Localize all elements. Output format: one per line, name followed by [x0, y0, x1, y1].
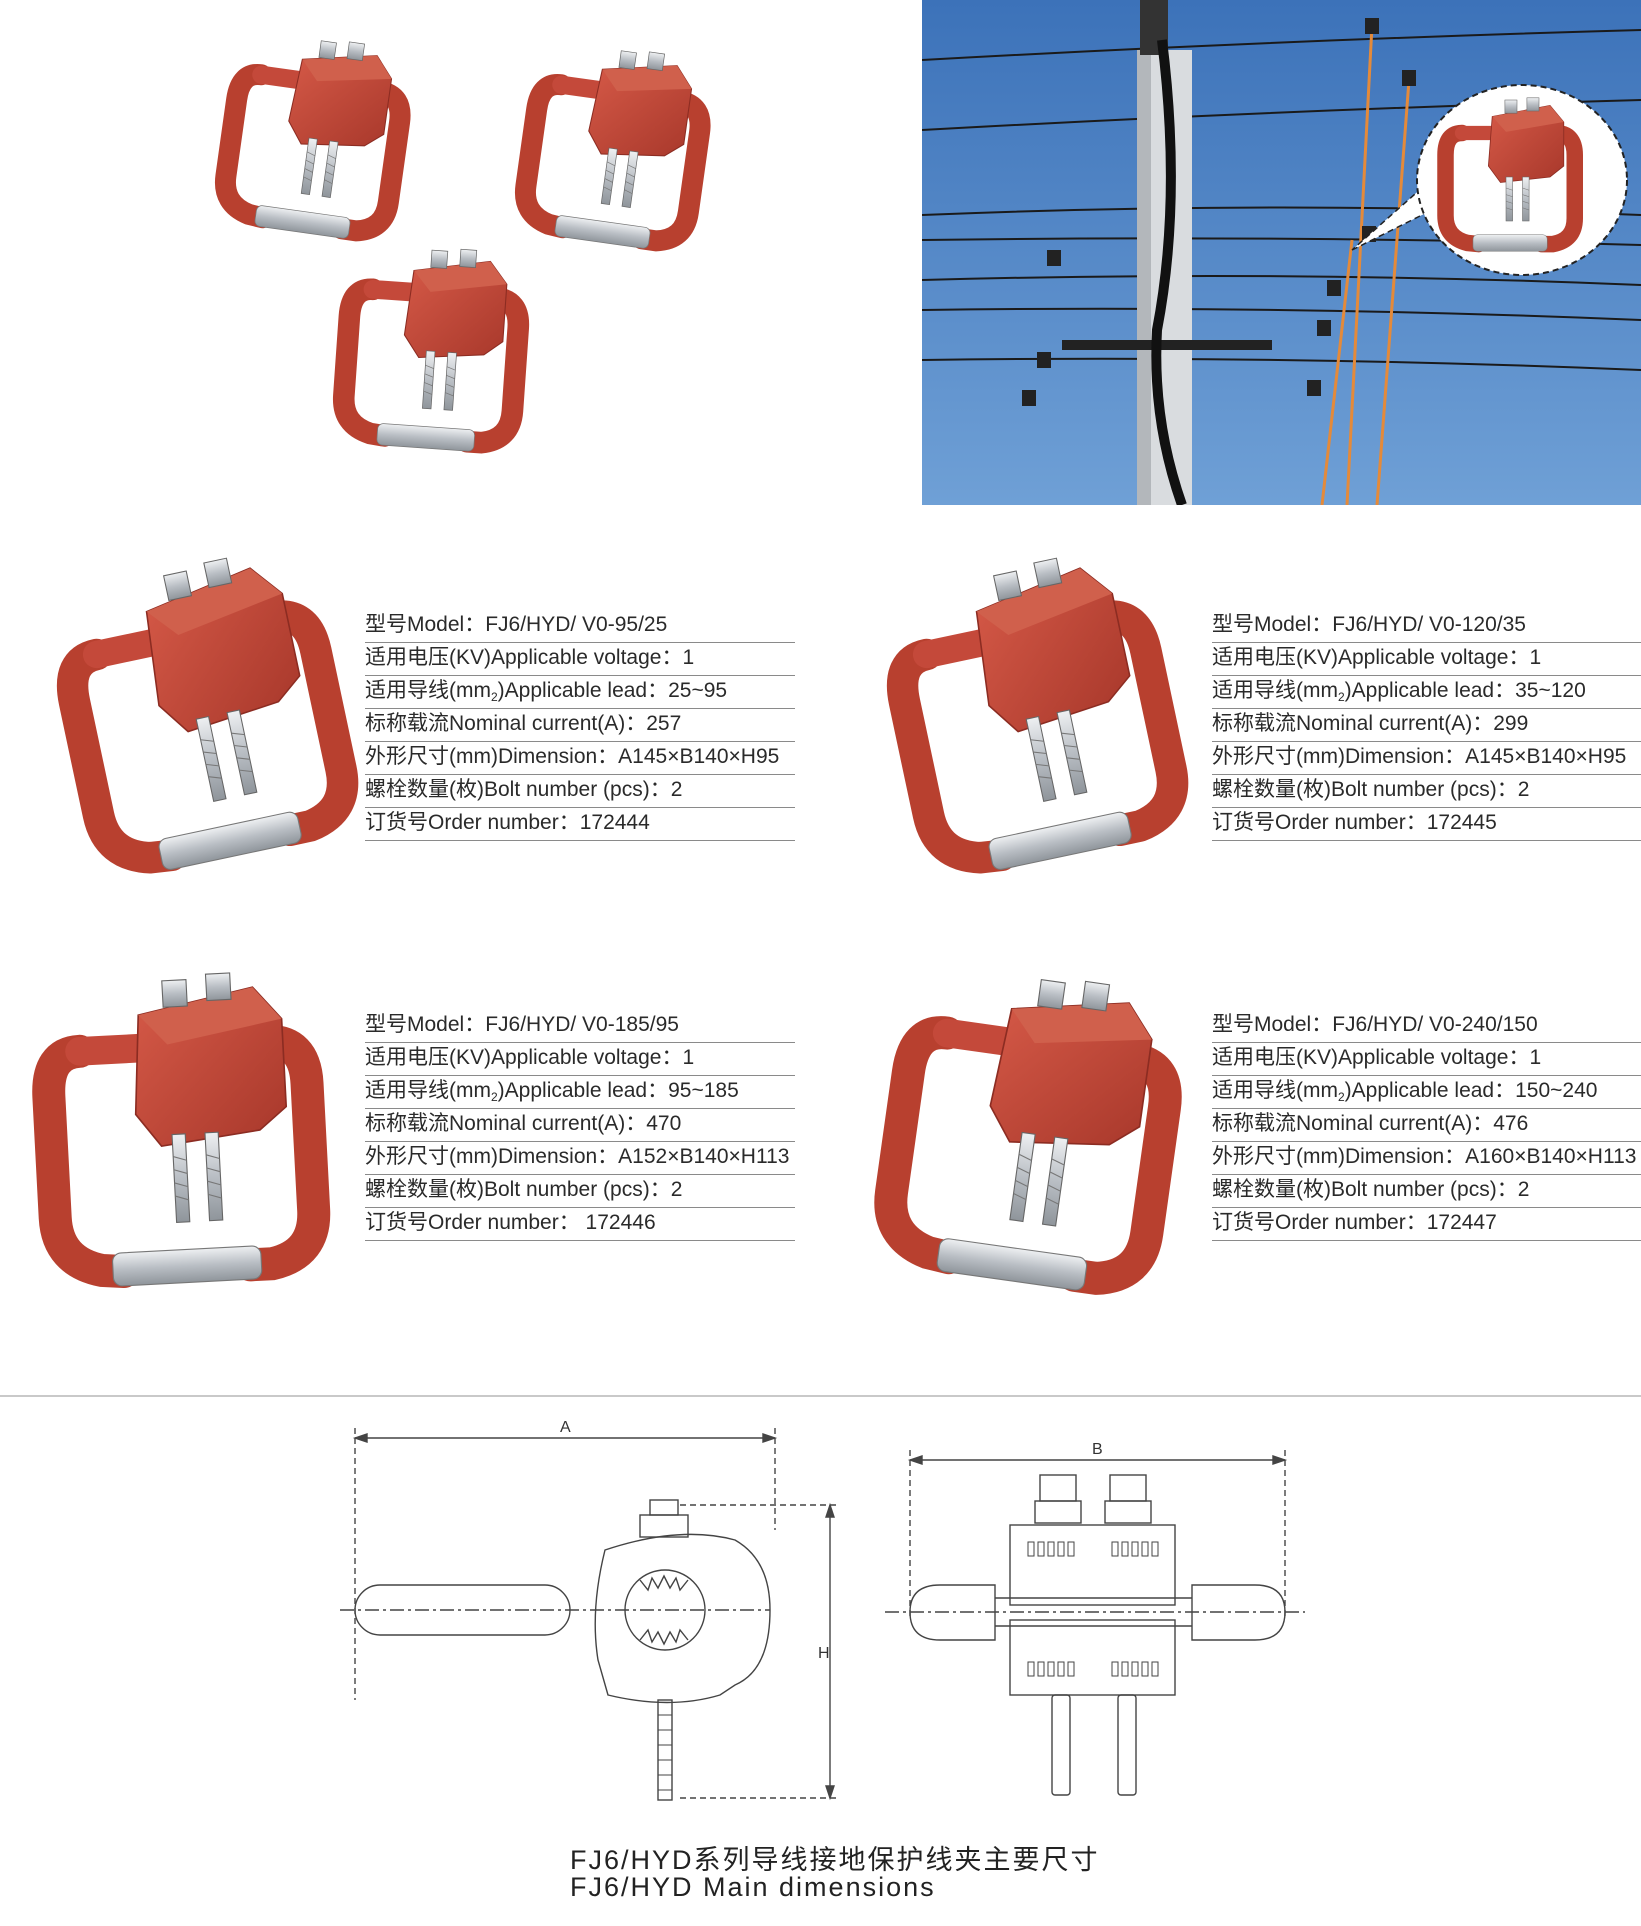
clamp-photo-2 — [870, 540, 1190, 880]
spec-table-3: 型号Model：FJ6/HYD/ V0-185/95 适用电压(KV)Appli… — [365, 1010, 795, 1241]
drawing-front-view: B — [880, 1440, 1310, 1810]
spec-dimension: 外形尺寸(mm)Dimension：A160×B140×H113 — [1212, 1142, 1641, 1175]
section-divider — [0, 1395, 1641, 1397]
spec-voltage: 适用电压(KV)Applicable voltage：1 — [1212, 1043, 1641, 1076]
dim-label-a: A — [560, 1419, 571, 1436]
spec-bolts: 螺栓数量(枚)Bolt number (pcs)：2 — [1212, 1175, 1641, 1208]
spec-bolts: 螺栓数量(枚)Bolt number (pcs)：2 — [365, 1175, 795, 1208]
clamp-photo-1 — [40, 540, 360, 880]
spec-dimension: 外形尺寸(mm)Dimension：A145×B140×H95 — [365, 742, 795, 775]
spec-bolts: 螺栓数量(枚)Bolt number (pcs)：2 — [1212, 775, 1641, 808]
caption-zh: FJ6/HYD系列导线接地保护线夹主要尺寸 — [570, 1845, 1100, 1875]
spec-table-4: 型号Model：FJ6/HYD/ V0-240/150 适用电压(KV)Appl… — [1212, 1010, 1641, 1241]
spec-order: 订货号Order number：172447 — [1212, 1208, 1641, 1241]
spec-current: 标称载流Nominal current(A)：257 — [365, 709, 795, 742]
spec-current: 标称载流Nominal current(A)：470 — [365, 1109, 795, 1142]
spec-model: 型号Model：FJ6/HYD/ V0-240/150 — [1212, 1010, 1641, 1043]
clamp-photo-4 — [870, 960, 1190, 1300]
spec-current: 标称载流Nominal current(A)：476 — [1212, 1109, 1641, 1142]
spec-voltage: 适用电压(KV)Applicable voltage：1 — [365, 643, 795, 676]
clamp-image-2 — [520, 37, 710, 253]
spec-order: 订货号Order number：172445 — [1212, 808, 1641, 841]
spec-table-2: 型号Model：FJ6/HYD/ V0-120/35 适用电压(KV)Appli… — [1212, 610, 1641, 841]
pole-photo — [922, 0, 1641, 505]
clamp-photo-3 — [20, 960, 340, 1300]
spec-current: 标称载流Nominal current(A)：299 — [1212, 709, 1641, 742]
spec-voltage: 适用电压(KV)Applicable voltage：1 — [365, 1043, 795, 1076]
caption-en: FJ6/HYD Main dimensions — [570, 1872, 936, 1902]
dim-label-h: H — [818, 1645, 830, 1662]
spec-order: 订货号Order number： 172446 — [365, 1208, 795, 1241]
spec-dimension: 外形尺寸(mm)Dimension：A152×B140×H113 — [365, 1142, 795, 1175]
spec-table-1: 型号Model：FJ6/HYD/ V0-95/25 适用电压(KV)Applic… — [365, 610, 795, 841]
spec-model: 型号Model：FJ6/HYD/ V0-120/35 — [1212, 610, 1641, 643]
spec-model: 型号Model：FJ6/HYD/ V0-185/95 — [365, 1010, 795, 1043]
spec-voltage: 适用电压(KV)Applicable voltage：1 — [1212, 643, 1641, 676]
clamp-image-3 — [341, 242, 524, 454]
product-photo-group — [210, 20, 730, 490]
spec-dimension: 外形尺寸(mm)Dimension：A145×B140×H95 — [1212, 742, 1641, 775]
clamp-image-1 — [220, 27, 410, 243]
spec-model: 型号Model：FJ6/HYD/ V0-95/25 — [365, 610, 795, 643]
drawing-side-view: A H — [340, 1410, 860, 1810]
dim-label-b: B — [1092, 1441, 1103, 1458]
spec-bolts: 螺栓数量(枚)Bolt number (pcs)：2 — [365, 775, 795, 808]
spec-order: 订货号Order number：172444 — [365, 808, 795, 841]
